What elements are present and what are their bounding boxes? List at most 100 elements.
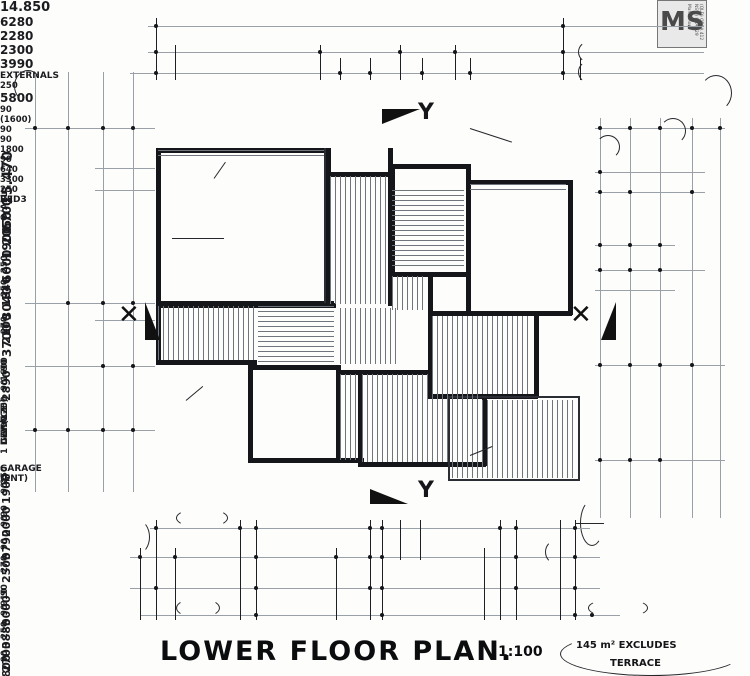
dim-node	[628, 458, 632, 462]
dim-node	[690, 363, 694, 367]
dim-cross	[595, 192, 705, 193]
tick	[422, 58, 423, 80]
dim-node	[590, 613, 594, 617]
dim-node	[154, 50, 158, 54]
dim-node	[173, 555, 177, 559]
section-flag-right	[598, 300, 620, 346]
stamp-line1: Mark Thom	[686, 4, 691, 29]
tick	[420, 520, 421, 560]
wall-ldy-top	[326, 172, 392, 177]
dim-top-left-edge: 250	[0, 81, 18, 91]
dim-node	[101, 126, 105, 130]
dim-top-d-8: 640	[0, 165, 18, 175]
tick	[156, 18, 157, 80]
dim-node	[514, 586, 518, 590]
dim-top-ext-4: 3990	[0, 57, 34, 71]
section-mark-y-bottom: Y	[418, 478, 435, 503]
dim-node	[658, 458, 662, 462]
wall-terrace-top	[448, 396, 580, 398]
tag-bed3-top: BED3	[0, 195, 27, 205]
dim-line-left-c	[133, 72, 134, 492]
dim-node	[101, 428, 105, 432]
dim-node	[66, 301, 70, 305]
dim-node	[131, 428, 135, 432]
dim-node	[573, 555, 577, 559]
dim-line-right-a	[600, 118, 601, 518]
dim-node	[238, 526, 242, 530]
dim-node	[398, 50, 402, 54]
section-mark-y-top: Y	[418, 100, 435, 125]
tick	[516, 520, 517, 620]
dim-node	[598, 190, 602, 194]
hatch-bed3-top	[470, 184, 566, 194]
dim-node	[154, 24, 158, 28]
dim-node	[598, 268, 602, 272]
hatch-garage-top	[158, 150, 324, 158]
dim-cross	[25, 128, 155, 129]
wall-terrace-right	[578, 396, 580, 481]
wall-bath-bottom	[390, 272, 470, 277]
dim-node	[380, 613, 384, 617]
dim-node	[254, 526, 258, 530]
tag-ent-bottom: (ENT)	[0, 474, 29, 484]
brace-oall-right	[700, 75, 732, 111]
tick	[156, 520, 157, 620]
brace-rumpus	[545, 540, 567, 564]
brace-ent	[126, 520, 150, 554]
brace-cols	[176, 598, 220, 618]
hatch-wc	[392, 190, 464, 270]
tick	[175, 548, 176, 620]
dim-node	[33, 428, 37, 432]
wall-bed3-left	[466, 255, 471, 313]
dim-node	[138, 555, 142, 559]
dim-node	[254, 555, 258, 559]
tick	[240, 520, 241, 620]
tick	[400, 45, 401, 80]
dim-node	[334, 555, 338, 559]
dim-node	[66, 428, 70, 432]
dim-node	[131, 126, 135, 130]
dim-node	[598, 458, 602, 462]
dim-line-right-b	[630, 118, 631, 518]
dim-node	[628, 363, 632, 367]
dim-node	[598, 243, 602, 247]
wall-porch-top	[156, 303, 336, 308]
tick	[175, 45, 176, 80]
dim-line-right-d	[692, 118, 693, 518]
wall-study-top	[248, 365, 340, 370]
leader-hyne-bearer	[576, 523, 604, 524]
section-flag-top	[380, 106, 422, 132]
dim-line-right-overall	[720, 118, 721, 518]
dim-node	[598, 363, 602, 367]
dim-node	[658, 243, 662, 247]
dim-cross	[95, 168, 155, 169]
dim-node	[318, 50, 322, 54]
dim-node	[628, 190, 632, 194]
dim-node	[690, 190, 694, 194]
dim-top-overall: 14.850	[0, 0, 51, 15]
tick	[455, 45, 456, 80]
brace-bed3	[578, 60, 604, 84]
dim-node	[33, 126, 37, 130]
dim-node	[380, 586, 384, 590]
wall-bed2-left	[428, 276, 433, 396]
dim-node	[368, 555, 372, 559]
dim-top-d-3: (1600)	[0, 115, 32, 125]
wall-bed3-right	[568, 180, 573, 315]
tick	[320, 45, 321, 80]
wall-porch-bottom	[156, 360, 256, 365]
dim-cross	[595, 290, 675, 291]
dim-node	[514, 555, 518, 559]
section-flag-bottom	[368, 486, 410, 512]
dim-line-left-b	[103, 72, 104, 492]
wall-rumpus-top	[338, 370, 430, 375]
brace-stair	[176, 508, 228, 528]
dim-node	[420, 71, 424, 75]
stamp-mark: MS	[660, 7, 705, 37]
stamp-line3: (QLD) QBSA 412	[698, 4, 703, 41]
dim-line-top-externals	[148, 52, 704, 53]
dim-node	[101, 364, 105, 368]
wall-terrace-bottom	[448, 479, 580, 481]
dim-cross	[595, 270, 705, 271]
dim-node	[573, 613, 577, 617]
